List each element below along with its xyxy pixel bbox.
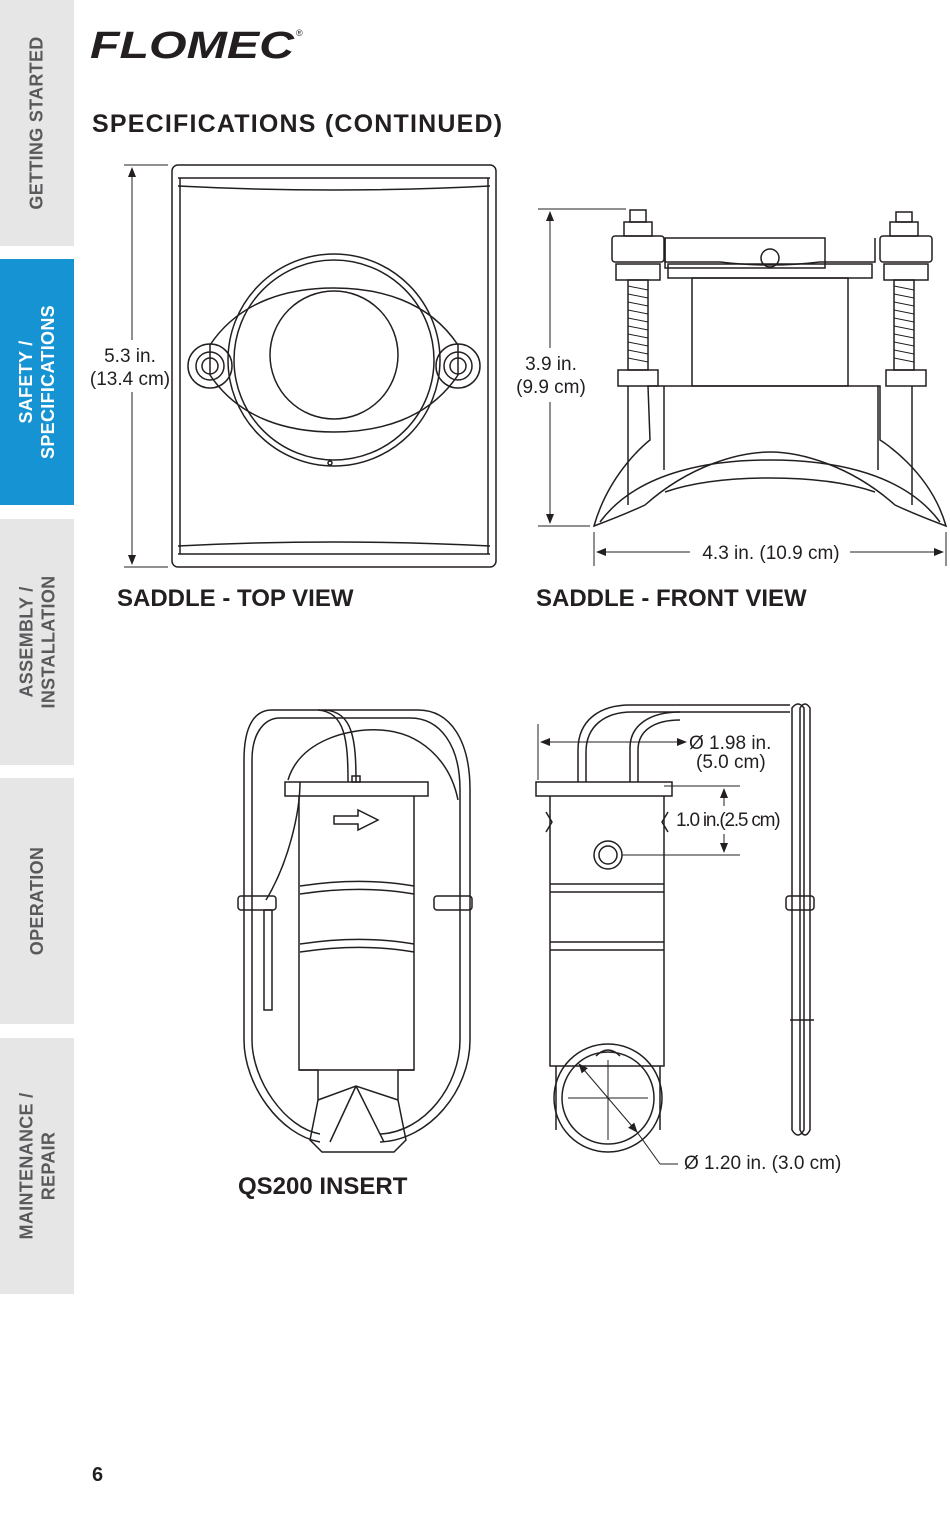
front-view-caption: SADDLE - FRONT VIEW bbox=[536, 585, 807, 612]
top-view-caption: SADDLE - TOP VIEW bbox=[117, 585, 354, 612]
registered-mark: ® bbox=[296, 28, 303, 38]
saddle-front-view-drawing bbox=[592, 209, 948, 528]
front-view-threads bbox=[627, 285, 915, 363]
insert-front-dimension-lines bbox=[537, 724, 740, 1165]
front-view-height-dimension bbox=[538, 208, 626, 527]
section-nav: GETTING STARTED SAFETY / SPECIFICATIONS … bbox=[0, 0, 74, 1533]
front-view-width-dimension bbox=[593, 532, 947, 566]
insert-side-drawing bbox=[237, 709, 473, 1153]
tab-maintenance-repair[interactable]: MAINTENANCE / REPAIR bbox=[0, 1038, 74, 1294]
tab-operation[interactable]: OPERATION bbox=[0, 778, 74, 1024]
flomec-logo: FLOMEC ® bbox=[90, 25, 303, 66]
tab-assembly-installation[interactable]: ASSEMBLY / INSTALLATION bbox=[0, 519, 74, 765]
top-view-height-in: 5.3 in. bbox=[104, 346, 156, 367]
front-view-height-in: 3.9 in. bbox=[525, 354, 577, 375]
insert-offset: 1.0 in.(2.5 cm) bbox=[676, 810, 780, 831]
top-view-height-cm: (13.4 cm) bbox=[90, 369, 170, 390]
front-view-width: 4.3 in. (10.9 cm) bbox=[702, 543, 839, 564]
insert-caption: QS200 INSERT bbox=[238, 1173, 408, 1200]
insert-diameter-cm: (5.0 cm) bbox=[696, 752, 766, 773]
insert-pipe-diameter: Ø 1.20 in. (3.0 cm) bbox=[684, 1153, 841, 1174]
insert-front-drawing bbox=[535, 703, 815, 1153]
page-title: SPECIFICATIONS (CONTINUED) bbox=[92, 110, 504, 138]
insert-diameter-in: Ø 1.98 in. bbox=[689, 733, 771, 754]
front-view-height-cm: (9.9 cm) bbox=[516, 377, 586, 398]
saddle-top-view-drawing bbox=[171, 164, 497, 568]
page-number: 6 bbox=[92, 1464, 104, 1486]
top-view-height-dimension bbox=[124, 164, 168, 568]
tab-safety-specifications[interactable]: SAFETY / SPECIFICATIONS bbox=[0, 259, 74, 505]
tab-getting-started[interactable]: GETTING STARTED bbox=[0, 0, 74, 246]
logo-wordmark: FLOMEC bbox=[90, 25, 295, 66]
